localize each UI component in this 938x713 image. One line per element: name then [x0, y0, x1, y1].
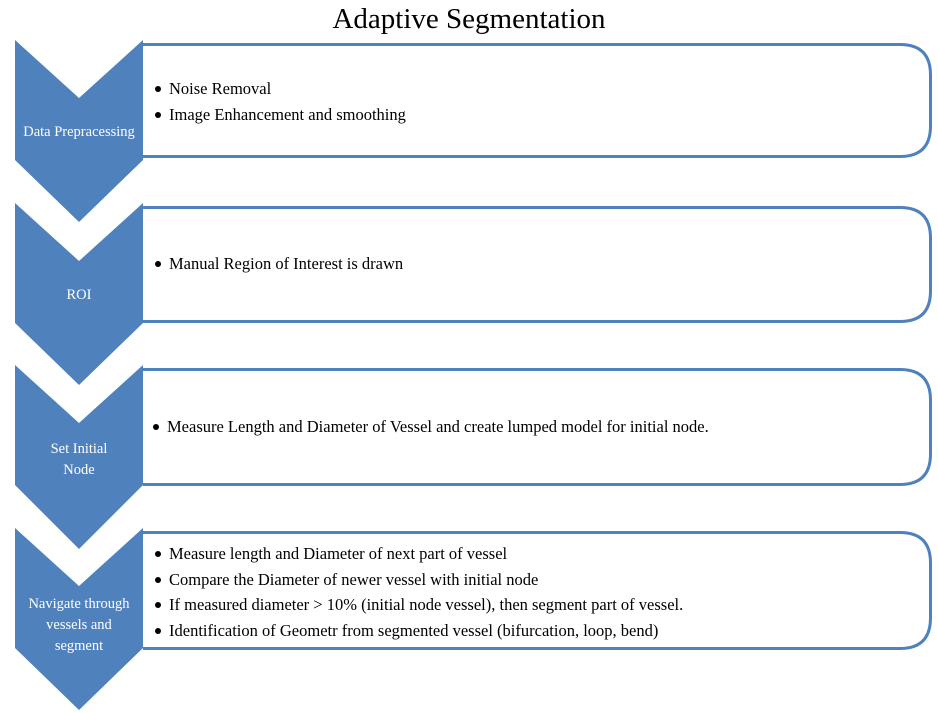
step-2-panel-frame — [143, 206, 932, 323]
step-1-bullets: Noise Removal Image Enhancement and smoo… — [155, 76, 406, 127]
step-2-panel: Manual Region of Interest is drawn — [143, 206, 932, 323]
step-2-label: ROI — [66, 287, 92, 303]
step-4-bullet-3: If measured diameter > 10% (initial node… — [155, 592, 683, 618]
step-3-chevron-shape — [15, 365, 143, 549]
step-1-bullet-1: Noise Removal — [155, 76, 406, 102]
step-4-label: Navigate through vessels and segment — [28, 596, 130, 654]
step-4-bullet-2: Compare the Diameter of newer vessel wit… — [155, 567, 683, 593]
step-1-label: Data Prepracessing — [23, 124, 135, 140]
step-4-panel-frame — [143, 531, 932, 650]
step-4-chevron-shape — [15, 528, 143, 710]
step-3-bullet-1: Measure Length and Diameter of Vessel an… — [153, 414, 709, 440]
step-3-label: Set Initial Node — [50, 441, 108, 478]
step-2-chevron: ROI — [15, 203, 143, 385]
step-1-bullet-2: Image Enhancement and smoothing — [155, 102, 406, 128]
step-1-panel: Noise Removal Image Enhancement and smoo… — [143, 43, 932, 158]
diagram-title: Adaptive Segmentation — [332, 3, 606, 35]
step-2-bullet-1: Manual Region of Interest is drawn — [155, 251, 403, 277]
step-4-bullets: Measure length and Diameter of next part… — [155, 541, 683, 643]
step-4-panel: Measure length and Diameter of next part… — [143, 531, 932, 650]
step-1-chevron: Data Prepracessing — [15, 40, 143, 222]
step-2-bullets: Manual Region of Interest is drawn — [155, 251, 403, 277]
step-1-panel-frame — [143, 43, 932, 158]
step-2-chevron-shape — [15, 203, 143, 385]
step-3-panel-frame — [143, 368, 932, 486]
step-4-bullet-4: Identification of Geometr from segmented… — [155, 618, 683, 644]
step-1-chevron-shape — [15, 40, 143, 222]
step-3-panel: Measure Length and Diameter of Vessel an… — [143, 368, 932, 486]
step-3-chevron: Set Initial Node — [15, 365, 143, 549]
step-3-bullets: Measure Length and Diameter of Vessel an… — [153, 414, 709, 440]
step-4-chevron: Navigate through vessels and segment — [15, 528, 143, 710]
step-4-bullet-1: Measure length and Diameter of next part… — [155, 541, 683, 567]
